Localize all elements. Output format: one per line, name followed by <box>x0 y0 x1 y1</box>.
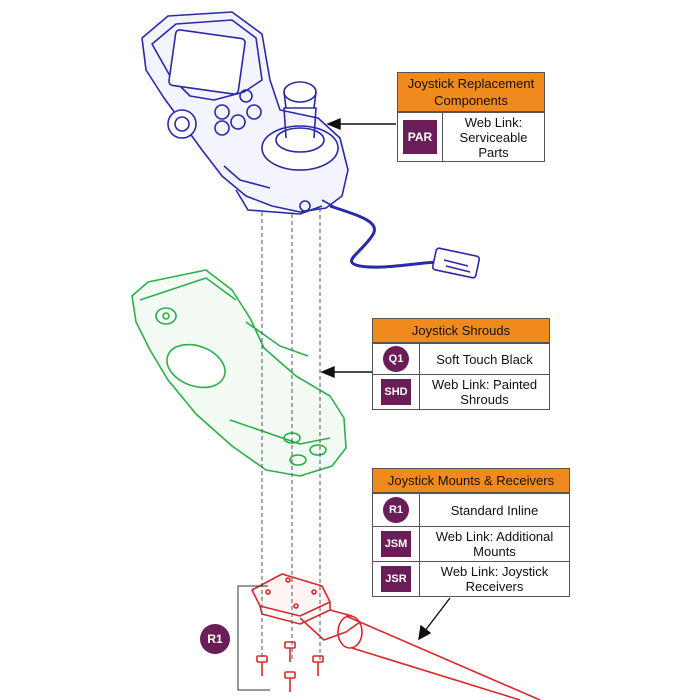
callout-mounts-receivers: Joystick Mounts & Receivers R1 Standard … <box>372 468 570 597</box>
soft-touch-black-text: Soft Touch Black <box>436 351 533 367</box>
web-link-painted-shrouds[interactable]: Web Link: Painted Shrouds <box>431 377 538 407</box>
joystick-controller <box>141 11 481 279</box>
callout-replacement-components: Joystick Replacement Components PAR Web … <box>397 72 545 162</box>
callout-row-jsr[interactable]: JSR Web Link: Joystick Receivers <box>373 561 569 596</box>
callout-joystick-shrouds: Joystick Shrouds Q1 Soft Touch Black SHD… <box>372 318 550 410</box>
callout-row-par[interactable]: PAR Web Link: Serviceable Parts <box>398 112 544 161</box>
leader-arrows <box>320 117 451 641</box>
callout-title: Joystick Shrouds <box>373 319 549 343</box>
standard-inline-text: Standard Inline <box>450 502 539 518</box>
mounting-screws <box>256 641 324 692</box>
shd-badge[interactable]: SHD <box>381 379 411 405</box>
jsm-badge[interactable]: JSM <box>381 531 411 557</box>
web-link-additional-mounts[interactable]: Web Link: Additional Mounts <box>435 529 554 559</box>
callout-row-q1[interactable]: Q1 Soft Touch Black <box>373 343 549 374</box>
callout-title: Joystick Mounts & Receivers <box>373 469 569 493</box>
jsr-badge[interactable]: JSR <box>381 566 411 592</box>
callout-row-r1[interactable]: R1 Standard Inline <box>373 493 569 526</box>
callout-row-shd[interactable]: SHD Web Link: Painted Shrouds <box>373 374 549 409</box>
joystick-shroud <box>131 269 347 477</box>
r1-badge[interactable]: R1 <box>383 497 409 523</box>
q1-badge[interactable]: Q1 <box>383 346 409 372</box>
r1-bracket <box>237 585 270 691</box>
web-link-joystick-receivers[interactable]: Web Link: Joystick Receivers <box>440 564 549 594</box>
web-link-serviceable-parts[interactable]: Web Link: Serviceable Parts <box>459 114 528 160</box>
joystick-mount <box>251 573 541 700</box>
alignment-guides <box>261 208 321 660</box>
par-badge[interactable]: PAR <box>403 120 437 154</box>
callout-row-jsm[interactable]: JSM Web Link: Additional Mounts <box>373 526 569 561</box>
r1-mount-label[interactable]: R1 <box>200 624 230 654</box>
callout-title: Joystick Replacement Components <box>398 73 544 112</box>
